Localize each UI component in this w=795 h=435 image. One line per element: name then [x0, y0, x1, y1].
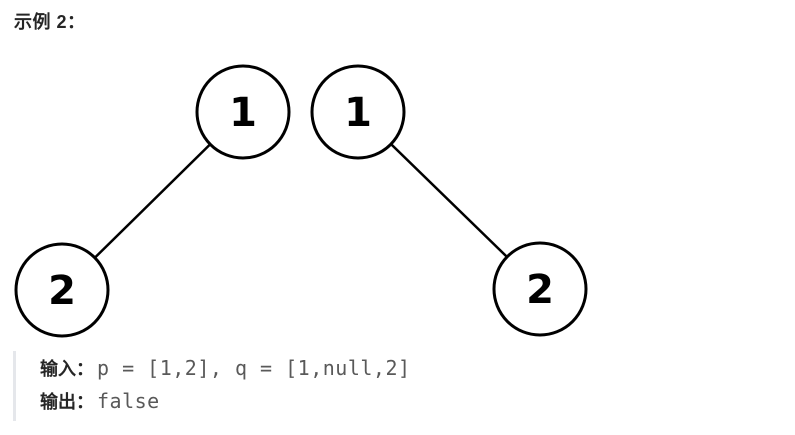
- output-line: 输出：false: [40, 386, 411, 419]
- tree-p-left-child-value: 2: [48, 268, 76, 314]
- input-line: 输入：p = [1,2], q = [1,null,2]: [40, 353, 411, 386]
- tree-p-root-node: [195, 64, 291, 160]
- tree-q-root-node: [310, 64, 406, 160]
- output-label: 输出：: [40, 392, 94, 412]
- example-io-block: 输入：p = [1,2], q = [1,null,2] 输出：false: [13, 351, 411, 421]
- binary-trees-diagram: 1 2 1 2: [14, 64, 588, 338]
- tree-p-root-value: 1: [229, 90, 257, 136]
- input-value: p = [1,2], q = [1,null,2]: [97, 356, 411, 380]
- input-label: 输入：: [40, 359, 94, 379]
- tree-q-right-child-node: [492, 241, 588, 337]
- tree-q-right-child-value: 2: [526, 267, 554, 313]
- output-value: false: [97, 389, 160, 413]
- tree-p-left-child-node: [14, 242, 110, 338]
- tree-q-root-value: 1: [344, 90, 372, 136]
- example-title: 示例 2：: [14, 12, 86, 32]
